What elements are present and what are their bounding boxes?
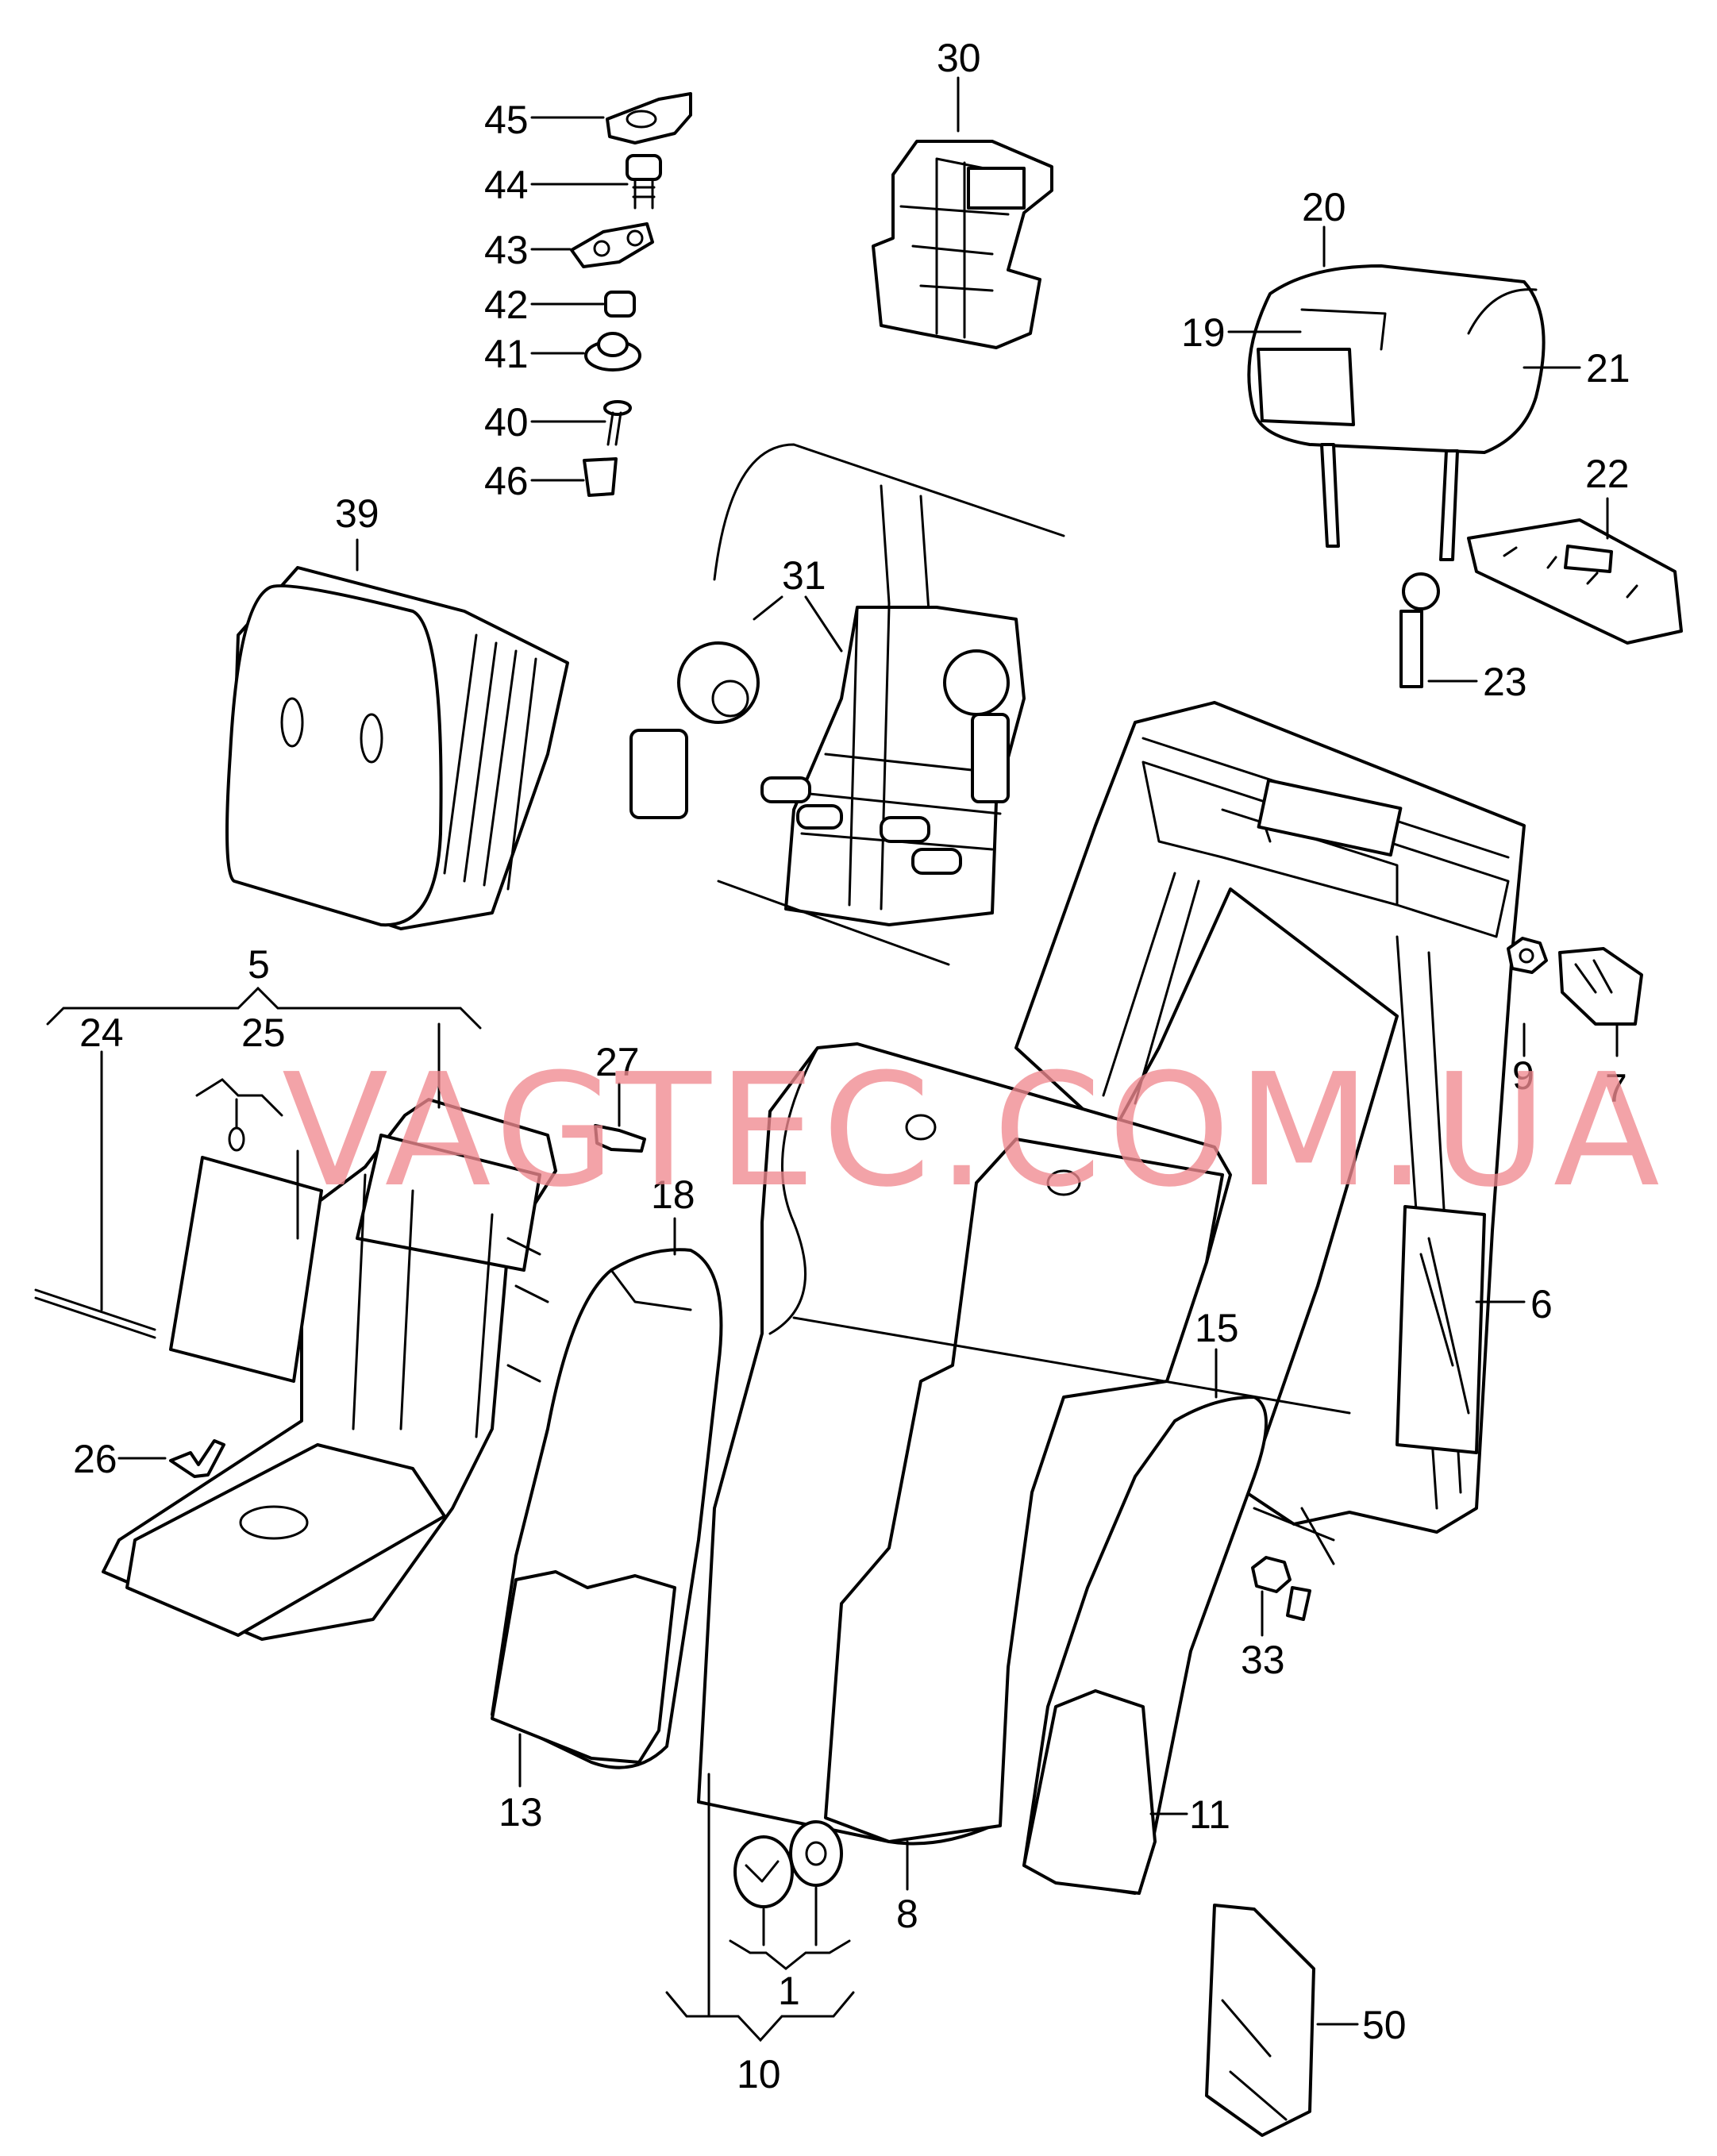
callout-33: 33	[1241, 1638, 1285, 1682]
callout-7: 7	[1605, 1066, 1627, 1111]
callout-22: 22	[1585, 452, 1630, 496]
part-5-armrest	[102, 1098, 557, 1641]
callout-10: 10	[737, 2052, 781, 2096]
part-11-bolster	[1022, 1396, 1268, 1895]
watermark: VAGTEC.COM.UA	[282, 1041, 1666, 1222]
callout-50: 50	[1362, 2003, 1407, 2047]
callout-31: 31	[782, 553, 826, 598]
callout-1: 1	[778, 1969, 800, 2013]
callout-5: 5	[248, 942, 270, 987]
callout-labels: 45 44 43 42 41 40 46 30 20 19 21 22 23 3…	[73, 36, 1630, 2096]
part-43-bracket	[570, 222, 654, 268]
part-24-rod	[34, 1288, 156, 1339]
part-27-clip	[594, 1124, 646, 1153]
part-6-frame	[1014, 701, 1526, 1565]
part-30-bracket	[872, 140, 1053, 349]
callout-46: 46	[484, 459, 529, 503]
part-23-guide	[1399, 572, 1440, 688]
callout-45: 45	[484, 98, 529, 142]
callout-8: 8	[896, 1892, 918, 1936]
callout-42: 42	[484, 283, 529, 327]
part-50-pad	[1205, 1904, 1315, 2137]
callout-19: 19	[1181, 310, 1226, 355]
callout-30: 30	[937, 36, 981, 80]
part-8-cover	[697, 1042, 1351, 1846]
part-26-screw	[169, 1439, 225, 1478]
callout-21: 21	[1586, 346, 1630, 391]
callout-25: 25	[241, 1011, 286, 1055]
callout-13: 13	[499, 1790, 543, 1835]
part-45-cap	[606, 92, 692, 144]
part-13-bolster	[491, 1248, 723, 1769]
part-33-nut	[1251, 1556, 1311, 1621]
callout-11: 11	[1189, 1792, 1230, 1837]
callout-9: 9	[1512, 1053, 1534, 1098]
part-41-grommet	[584, 332, 641, 372]
callout-23: 23	[1483, 660, 1527, 704]
callout-20: 20	[1302, 185, 1346, 229]
part-39-lumbar	[225, 566, 569, 930]
callout-41: 41	[484, 332, 529, 376]
part-46-plug	[583, 457, 618, 497]
part-1-caps	[733, 1820, 843, 1908]
part-40-pin	[603, 400, 632, 446]
leader-lines	[46, 76, 1619, 2042]
part-31-mechanism	[629, 443, 1065, 966]
callout-6: 6	[1530, 1282, 1553, 1326]
callout-26: 26	[73, 1437, 117, 1481]
part-7-catch	[1558, 947, 1643, 1026]
callout-44: 44	[484, 163, 529, 207]
callout-27: 27	[595, 1040, 640, 1084]
callout-15: 15	[1195, 1306, 1239, 1350]
callout-18: 18	[651, 1172, 695, 1217]
part-42-bushing	[604, 291, 636, 318]
callout-24: 24	[79, 1011, 124, 1055]
callout-40: 40	[484, 400, 529, 445]
part-44-bolt	[626, 154, 662, 210]
part-22-trim	[1467, 518, 1683, 645]
part-9-nut	[1507, 937, 1548, 974]
part-20-headrest	[1247, 264, 1546, 561]
callout-39: 39	[335, 491, 379, 536]
callout-43: 43	[484, 228, 529, 272]
